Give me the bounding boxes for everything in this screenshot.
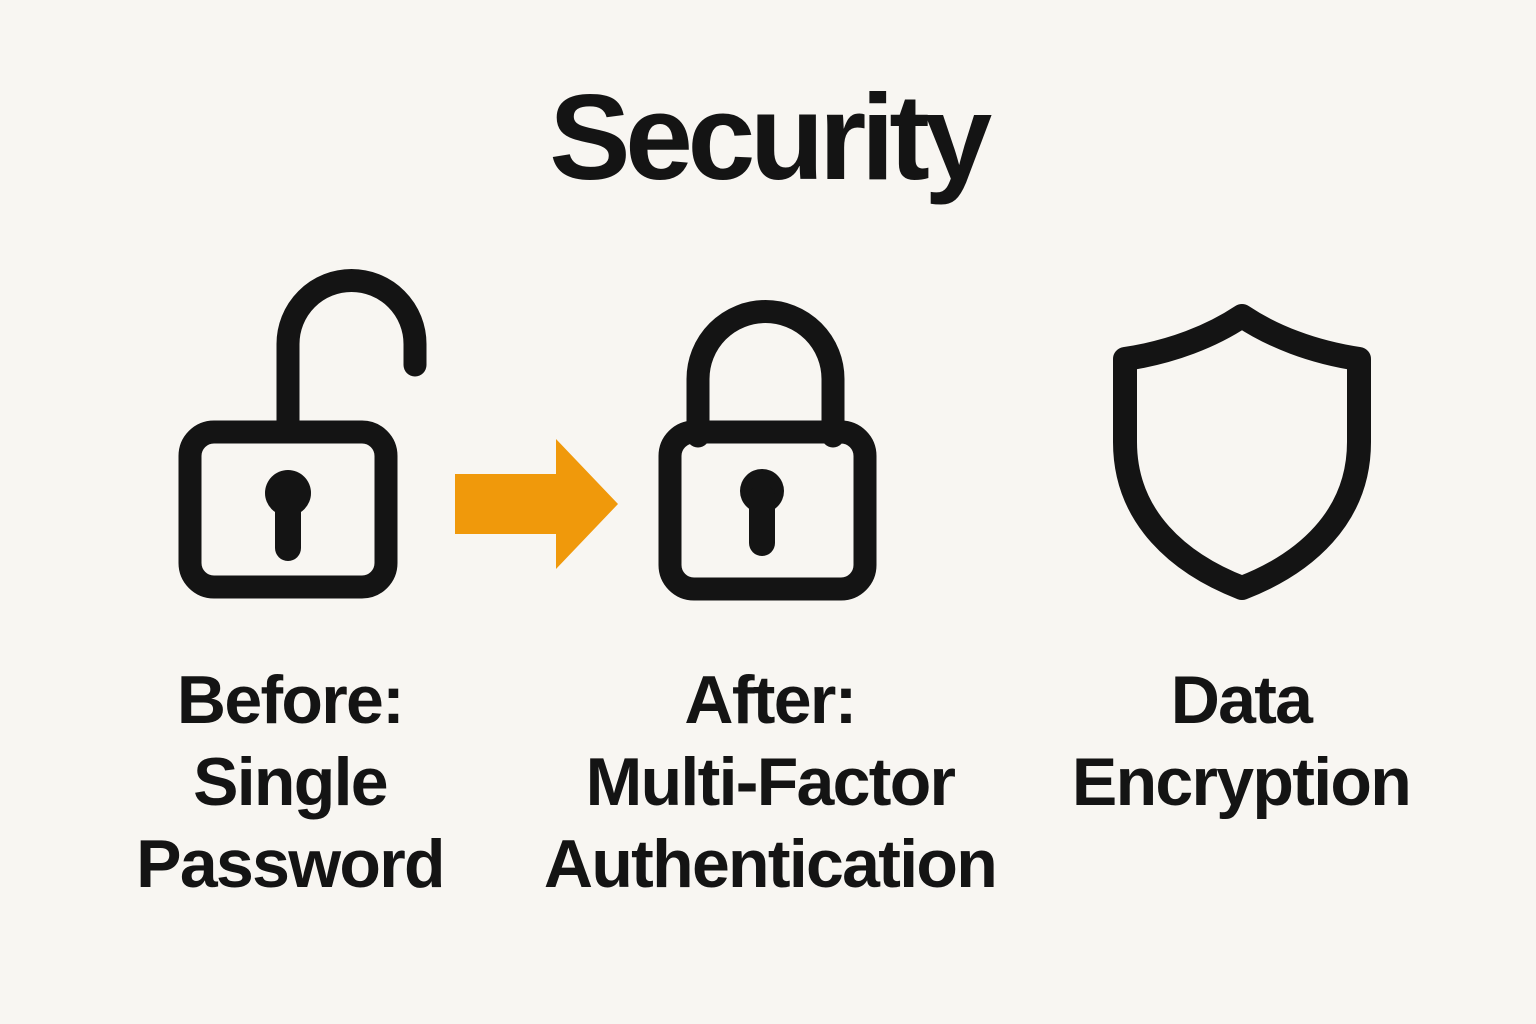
caption-data-encryption: Data Encryption xyxy=(1071,659,1412,823)
caption-line: Single xyxy=(193,744,389,820)
caption-line: Encryption xyxy=(1071,744,1412,820)
caption-line: Multi-Factor xyxy=(585,744,956,820)
caption-line: Data xyxy=(1170,662,1313,738)
caption-line: Password xyxy=(136,826,445,902)
caption-line: After: xyxy=(684,662,857,738)
unlocked-padlock-icon xyxy=(168,264,436,609)
shield-icon xyxy=(1106,294,1378,606)
caption-before-single-password: Before: Single Password xyxy=(136,659,445,905)
caption-after-mfa: After: Multi-Factor Authentication xyxy=(543,659,998,905)
caption-line: Authentication xyxy=(543,826,998,902)
right-arrow-icon xyxy=(455,438,619,571)
page-title: Security xyxy=(549,69,992,205)
locked-padlock-icon xyxy=(653,296,881,606)
caption-line: Before: xyxy=(176,662,405,738)
